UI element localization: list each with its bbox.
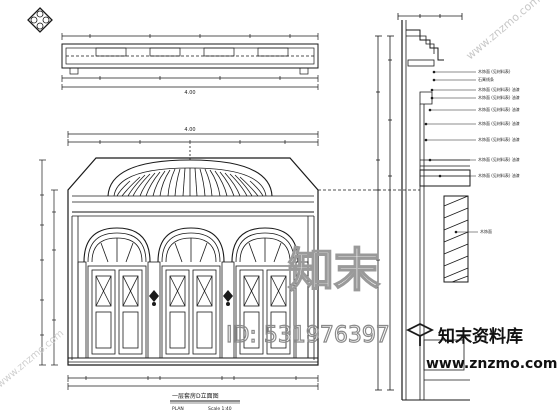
watermark-site-name: 知末资料库 <box>437 326 523 347</box>
plan-view <box>61 33 319 90</box>
callout-label: 木饰面 (见材料表) 油漆 <box>478 172 520 178</box>
callout-label: 木饰面 (见材料表) 油漆 <box>478 120 520 126</box>
site-logo-icon <box>405 322 435 346</box>
callout-label: 木饰面 (见材料表) 油漆 <box>478 136 520 142</box>
callout-label: 木饰面 (见材料表) 油漆 <box>478 86 520 92</box>
title-block: 一层套房D立面图 PLAN Scale 1:40 <box>170 392 240 412</box>
watermark-diagonal-top: www.znzmo.com <box>464 0 543 62</box>
watermark-diagonal-left: www.znzmo.com <box>0 328 66 390</box>
callout-leaders <box>424 70 478 234</box>
watermark-layer: www.znzmo.com www.znzmo.com 知末 ID: 53197… <box>0 0 558 390</box>
callout-label: 木饰面 (见材料表) <box>478 68 511 74</box>
plan-total-dimension: 4.00 <box>184 90 195 96</box>
scale-label: Scale 1:40 <box>208 406 232 412</box>
callout-label: 石膏线条 <box>478 76 494 82</box>
elevation-total-dimension: 4.00 <box>184 127 195 133</box>
elevation-top-dimensions <box>67 131 319 146</box>
bottom-dimensions <box>67 375 319 390</box>
left-dimensions <box>39 159 58 366</box>
watermark-brand: 知末 <box>288 243 380 297</box>
callout-label: 木饰面 (见材料表) 油漆 <box>478 94 520 100</box>
logo-diamond-icon <box>27 7 53 33</box>
watermark-url: www.znzmo.com <box>426 356 558 372</box>
pilaster-ornament-icon <box>149 290 233 306</box>
elevation-drawing <box>67 146 319 366</box>
watermark-id: ID: 531976397 <box>226 323 390 348</box>
door-right <box>231 227 299 359</box>
callout-label: 木饰面 (见材料表) 油漆 <box>478 156 520 162</box>
callout-labels: 木饰面 (见材料表) 石膏线条 木饰面 (见材料表) 油漆 木饰面 (见材料表)… <box>478 68 520 234</box>
door-left <box>83 227 151 359</box>
watermark-site-badge: 知末资料库 www.znzmo.com <box>405 322 558 372</box>
section-view <box>318 13 471 401</box>
callout-label: 木饰面 <box>480 228 492 234</box>
elevation-title: 一层套房D立面图 <box>172 392 219 400</box>
title-sub-label: PLAN <box>172 406 184 412</box>
door-center <box>157 227 225 359</box>
callout-label: 木饰面 (见材料表) 油漆 <box>478 106 520 112</box>
